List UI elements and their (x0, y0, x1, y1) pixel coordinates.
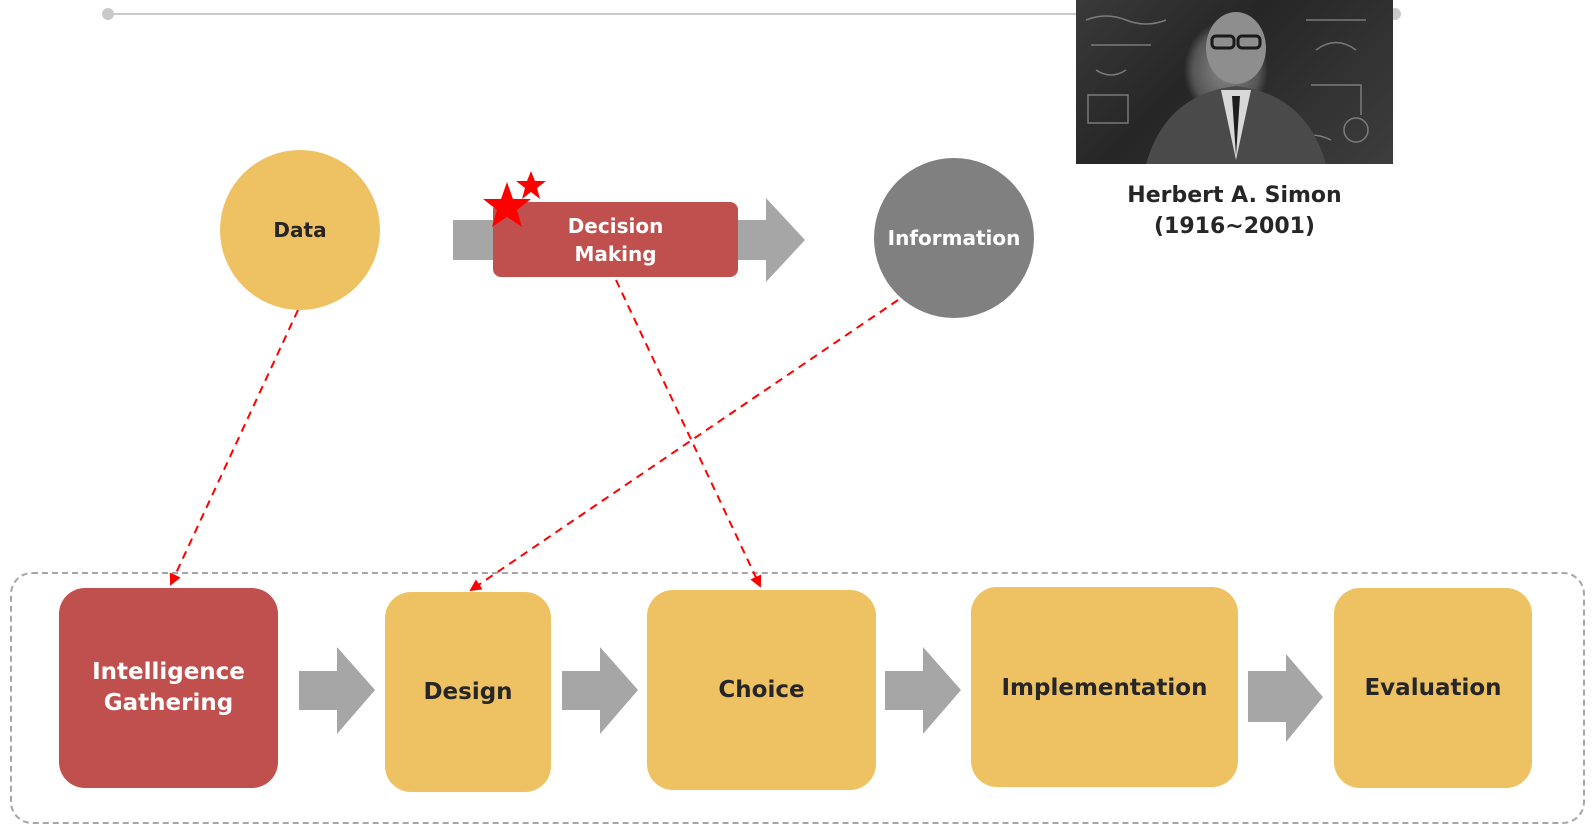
stage-design-label: Design (423, 678, 513, 705)
decision-making-label-line1: Decision (567, 213, 664, 238)
stage-arrow-2 (562, 647, 638, 734)
stage-choice-label: Choice (718, 676, 805, 703)
stage-evaluation-label: Evaluation (1364, 674, 1502, 701)
stage-intelligence-gathering: Intelligence Gathering (59, 588, 278, 788)
stage-implementation-label: Implementation (1001, 675, 1208, 701)
portrait-caption: Herbert A. Simon (1916~2001) (1076, 180, 1393, 242)
herbert-simon-photo (1076, 0, 1393, 164)
stage-arrow-1 (299, 647, 375, 734)
decision-making-label-line2: Making (574, 241, 657, 266)
decision-making-node: Decision Making (493, 202, 738, 277)
data-node-label: Data (273, 218, 327, 242)
stage-arrow-4 (1248, 654, 1323, 742)
stage-evaluation: Evaluation (1334, 588, 1532, 788)
stage-intelligence-line2: Gathering (103, 690, 234, 716)
divider-left-dot (102, 8, 114, 20)
stage-choice: Choice (647, 590, 876, 790)
information-node-label: Information (887, 226, 1021, 250)
stage-implementation: Implementation (971, 587, 1238, 787)
top-divider-line (108, 13, 1396, 15)
portrait-years: (1916~2001) (1153, 214, 1315, 239)
stage-design: Design (385, 592, 551, 792)
information-node: Information (874, 158, 1034, 318)
stage-intelligence-line1: Intelligence (92, 659, 245, 685)
stage-arrow-3 (885, 647, 961, 734)
data-node: Data (220, 150, 380, 310)
portrait-name: Herbert A. Simon (1127, 183, 1342, 208)
